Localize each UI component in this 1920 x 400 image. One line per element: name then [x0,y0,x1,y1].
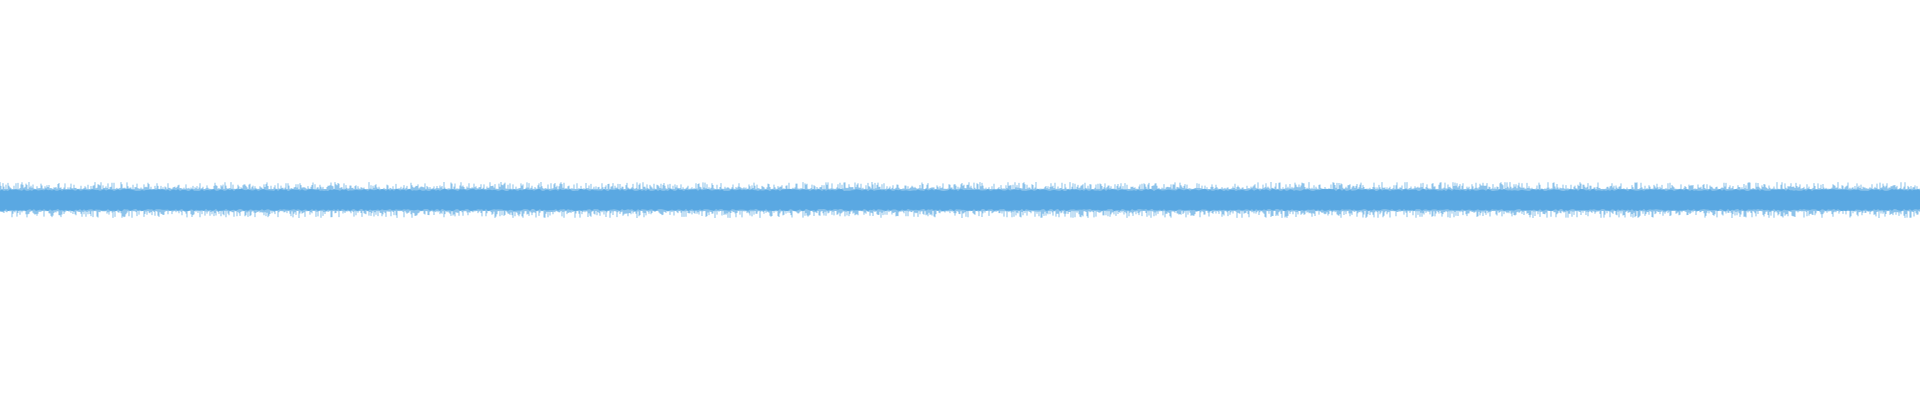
waveform-peaks [0,182,1920,218]
